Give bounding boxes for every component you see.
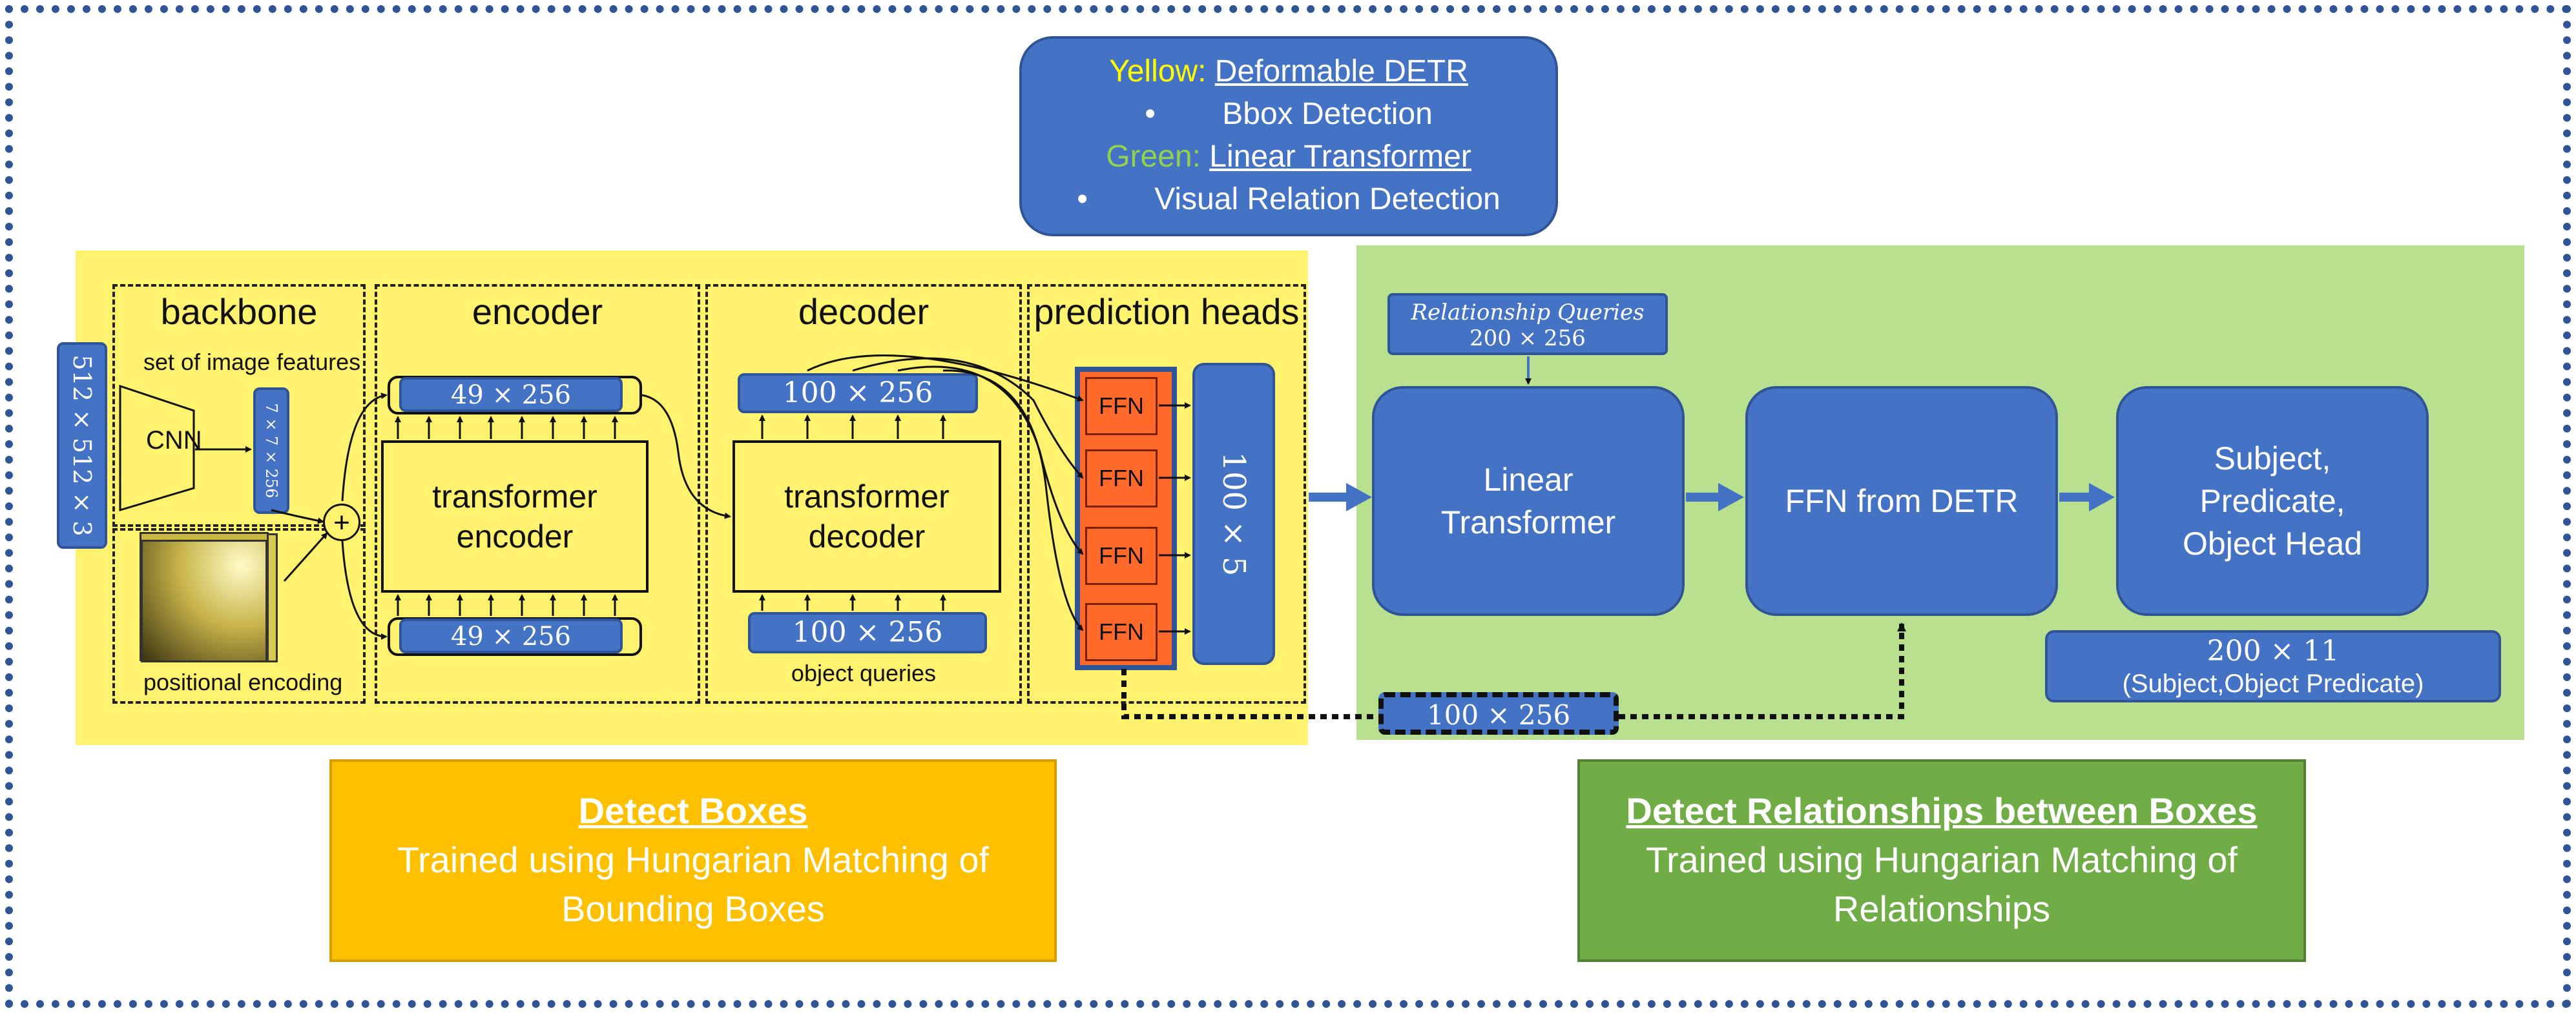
legend-green-item: Visual Relation Detection: [1154, 182, 1501, 216]
legend-yellow-name: Deformable DETR: [1214, 54, 1468, 88]
detect-boxes-text: Trained using Hungarian Matching of Boun…: [397, 839, 990, 929]
detect-boxes-caption: Detect Boxes Trained using Hungarian Mat…: [329, 759, 1057, 962]
encoder-top-arrows: [395, 416, 618, 439]
decoder-arrows: [759, 414, 946, 611]
backbone-section: [112, 284, 366, 527]
ffn-box: FFN: [1085, 603, 1158, 661]
legend-yellow-item-row: • Bbox Detection: [1022, 93, 1555, 136]
add-icon: +: [323, 504, 360, 541]
transformer-encoder-block: transformer encoder: [381, 440, 649, 593]
bullet-icon: •: [1145, 97, 1156, 131]
ffn-to-hidden-dotted: [1121, 669, 1378, 719]
input-size-tag: 512 × 512 × 3: [57, 342, 107, 549]
ffn-box: FFN: [1085, 377, 1158, 435]
backbone-subtitle: set of image features: [143, 349, 361, 375]
encoder-title: encoder: [472, 291, 603, 332]
linear-transformer-box: Linear Transformer: [1372, 386, 1685, 616]
decoder-section: [705, 284, 1022, 704]
detect-relationships-title: Detect Relationships between Boxes: [1626, 790, 2258, 831]
object-queries-tag: 100 × 256: [748, 612, 987, 653]
legend-yellow-item: Bbox Detection: [1222, 97, 1433, 131]
legend-green-name: Linear Transformer: [1209, 139, 1471, 174]
relationship-queries-dim: 200 × 256: [1470, 325, 1586, 351]
ffn-box: FFN: [1085, 527, 1158, 585]
legend-green-label: Green:: [1106, 139, 1201, 174]
legend-green-item-row: • Visual Relation Detection: [1022, 178, 1555, 221]
object-queries-label: object queries: [791, 660, 937, 686]
bbox-output-tag: 100 × 5: [1192, 363, 1275, 665]
add-to-encoder-top-arrow: [341, 393, 388, 502]
decoder-to-ffn-arrows: [807, 354, 1084, 631]
relation-output-dim: 200 × 11: [2207, 635, 2340, 668]
relation-output-desc: (Subject,Object Predicate): [2122, 670, 2424, 698]
detect-boxes-title: Detect Boxes: [578, 790, 808, 831]
hidden-to-ffn-detr-dotted: [1619, 622, 1906, 719]
detect-relationships-text: Trained using Hungarian Matching of Rela…: [1645, 839, 2238, 929]
spo-head-box: Subject, Predicate, Object Head: [2116, 386, 2429, 616]
backbone-title: backbone: [160, 291, 318, 332]
pos-to-add-arrow: [283, 532, 328, 582]
prediction-heads-section: [1027, 284, 1306, 704]
encoder-section: [375, 284, 700, 704]
relation-output-tag: 200 × 11 (Subject,Object Predicate): [2045, 630, 2501, 702]
transformer-decoder-block: transformer decoder: [732, 440, 1001, 593]
positional-section: [112, 528, 366, 704]
prediction-heads-title: prediction heads: [1034, 291, 1300, 332]
ffn-to-output-arrows: [1159, 402, 1191, 635]
feature-tag: 7 × 7 × 256: [253, 387, 289, 514]
bullet-icon: •: [1077, 182, 1088, 216]
detect-relationships-caption: Detect Relationships between Boxes Train…: [1577, 759, 2306, 962]
features-to-add-arrow: [271, 509, 324, 524]
positional-label: positional encoding: [143, 669, 343, 695]
ffn-detr-label: FFN from DETR: [1785, 483, 2019, 519]
decoder-title: decoder: [798, 291, 930, 332]
cnn-label: CNN: [146, 426, 202, 455]
flow-arrows: [1309, 483, 2115, 511]
relationship-queries-title: Relationship Queries: [1411, 300, 1645, 325]
dotted-frame: [5, 5, 2571, 1008]
encoder-bottom-tag: 49 × 256: [399, 619, 623, 653]
add-to-encoder-bottom-arrow: [341, 540, 388, 640]
relationship-queries-tag: Relationship Queries 200 × 256: [1387, 293, 1668, 355]
encoder-to-decoder-arrow: [641, 394, 731, 519]
hidden-state-tag: 100 × 256: [1378, 692, 1619, 735]
decoder-top-tag: 100 × 256: [738, 373, 978, 413]
ffn-detr-box: FFN from DETR: [1745, 386, 2058, 616]
legend-yellow-row: Yellow: Deformable DETR: [1022, 50, 1555, 93]
legend-green-row: Green: Linear Transformer: [1022, 136, 1555, 178]
cnn-trapezoid: [119, 384, 195, 512]
legend-box: Yellow: Deformable DETR •Bbox Detection …: [1019, 36, 1558, 236]
encoder-bottom-arrows: [395, 594, 618, 616]
legend-yellow-label: Yellow:: [1109, 54, 1207, 88]
ffn-box: FFN: [1085, 449, 1158, 507]
linear-transformer-label: Linear Transformer: [1440, 462, 1616, 540]
positional-encoding-image: [141, 540, 267, 662]
encoder-top-tag: 49 × 256: [399, 377, 623, 412]
spo-head-label: Subject, Predicate, Object Head: [2183, 440, 2362, 562]
